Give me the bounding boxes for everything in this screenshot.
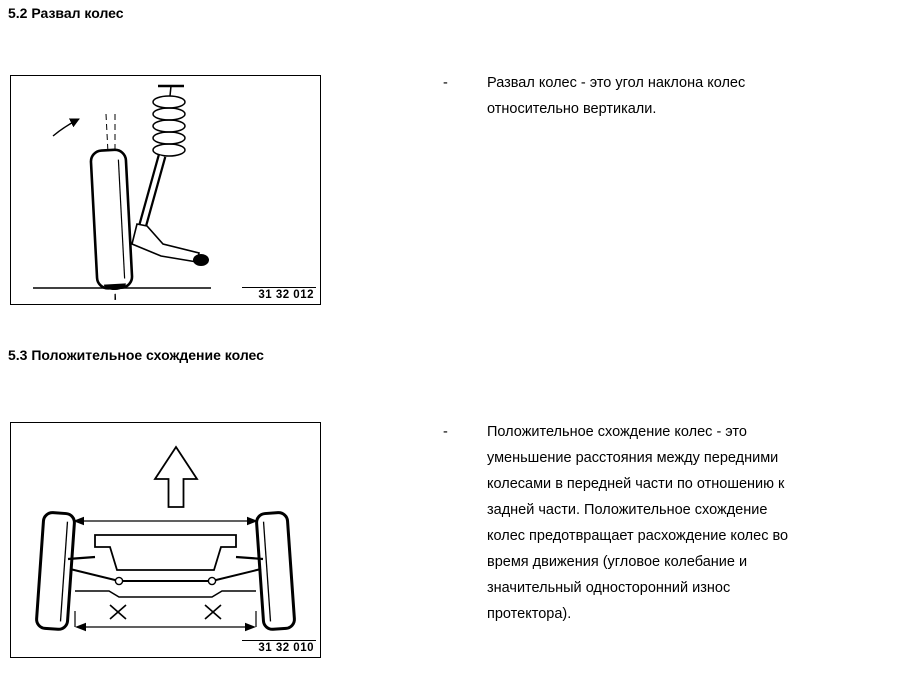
section-heading-toe: 5.3 Положительное схождение колес [8,347,264,363]
figure-number: 31 32 010 [242,640,316,654]
direction-of-travel-arrow-icon [153,445,199,508]
camber-figure: 31 32 012 [10,75,321,305]
wheel-side-view [89,148,134,291]
right-axle-stub [235,555,264,561]
camber-definition-text: Развал колес - это угол наклона колес от… [487,75,746,117]
mounting-bolts [109,604,222,620]
left-wheel-top-view [35,511,76,631]
stabilizer-bar [75,590,256,598]
figure-number: 31 32 012 [242,287,316,301]
toe-in-figure: 31 32 010 [10,422,321,658]
right-wheel-top-view [255,511,296,631]
tie-rods [69,568,262,586]
steering-knuckle [131,223,209,266]
coil-spring [152,84,186,157]
section-heading-camber: 5.2 Развал колес [8,5,124,21]
camber-diagram-illustration [33,84,211,301]
camber-angle-arrow-icon [52,118,80,137]
list-dash: - [443,75,448,91]
list-dash: - [443,424,448,440]
strut-tube [137,154,167,230]
toe-in-definition-text: Положительное схождение колес - это умен… [487,424,789,622]
left-axle-stub [67,555,96,561]
rear-distance-arrow-icon [74,611,257,632]
front-distance-arrow-icon [73,516,258,526]
toe-in-diagram-illustration [35,445,296,632]
front-axle-crossmember [94,534,237,571]
